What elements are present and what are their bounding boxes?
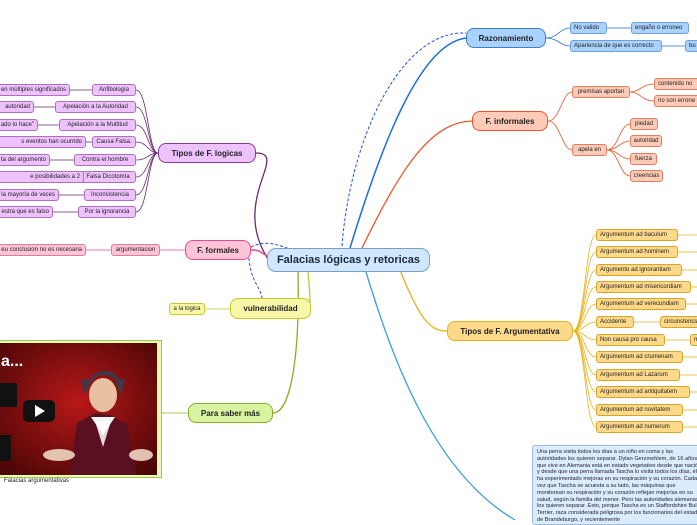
arg-crumenam[interactable]: Argumentum ad crumenam <box>596 351 683 363</box>
logica-anfibologia[interactable]: Anfibología <box>92 84 136 96</box>
apela-creencias[interactable]: creencias <box>630 170 663 182</box>
razonamiento-no-valido[interactable]: No valido <box>570 22 607 34</box>
arg-antiquitatem[interactable]: Argumentum ad antiquitatem <box>596 386 690 398</box>
video-thumbnail[interactable]: a... <box>0 343 157 475</box>
logica-inconsistencia[interactable]: Inconsistencia <box>84 189 136 201</box>
branch-formales[interactable]: F. formales <box>185 240 251 260</box>
apela-piedad[interactable]: piedad <box>630 118 658 130</box>
logica-contra-hombre-desc[interactable]: ta del argumento <box>0 154 50 166</box>
arg-accidente[interactable]: Accidente <box>596 316 634 328</box>
story-note: Una perra visita todos los días a un niñ… <box>532 445 697 525</box>
arg-non-causa[interactable]: Non causa pro causa <box>596 334 665 346</box>
branch-argumentativa[interactable]: Tipos de F. Argumentativa <box>447 321 573 341</box>
central-topic[interactable]: Falacias lógicas y retoricas <box>267 248 430 272</box>
arg-baculum[interactable]: Argumentum ad baculum <box>596 229 678 241</box>
arg-misericordiam[interactable]: Argumentum ad misericordiam <box>596 281 691 293</box>
logica-causa-falsa-desc[interactable]: s eventos han ocurrido <box>0 136 86 148</box>
logica-falsa-dicotomia[interactable]: Falsa Dicotomía <box>80 171 136 183</box>
logica-multitud[interactable]: Apelación a la Multitud <box>59 119 136 131</box>
logica-multitud-desc[interactable]: ado lo hace" <box>0 119 38 131</box>
logica-causa-falsa[interactable]: Causa Falsa. <box>92 136 136 148</box>
contenido-no[interactable]: contenido no <box>654 78 697 90</box>
logica-inconsistencia-desc[interactable]: la mayoría de veces <box>0 189 59 201</box>
apela-fuerza[interactable]: fuerza <box>630 153 657 165</box>
arg-lazarum[interactable]: Argumentum ad Lazarum <box>596 369 680 381</box>
branch-razonamiento[interactable]: Razonamiento <box>466 28 546 48</box>
logica-ignorancia[interactable]: Por la ignorancia <box>78 206 136 218</box>
video-overlay-text: a... <box>1 353 23 371</box>
vulnerabilidad-logica[interactable]: a la logica <box>169 303 205 315</box>
logica-autoridad[interactable]: Apelación a la Autoridad <box>55 101 136 113</box>
arg-novitatem[interactable]: Argumentum ad novitatem <box>596 404 683 416</box>
branch-vulnerabilidad[interactable]: vulnerabilidad <box>230 298 311 319</box>
non-causa-child[interactable]: m <box>690 334 697 346</box>
apela-autoridad[interactable]: autoridad <box>630 135 662 147</box>
formales-argumentacion[interactable]: argumentacion <box>111 244 160 256</box>
video-thumbnail-art <box>0 343 157 475</box>
logica-autoridad-desc[interactable]: autoridad <box>0 101 34 113</box>
video-caption: Falacias argumentativas <box>4 478 69 484</box>
apariencia-child[interactable]: bu <box>685 40 697 52</box>
engano-erroneo[interactable]: engaño o erroneo <box>631 22 689 34</box>
no-son-erroneas[interactable]: no son errone <box>654 95 697 107</box>
arg-numerum[interactable]: Argumentum ad numerum <box>596 421 683 433</box>
arg-hominem[interactable]: Argumentum ad hominem <box>596 246 678 258</box>
accidente-circunstancia[interactable]: circunstencia <box>660 316 697 328</box>
branch-logicas[interactable]: Tipos de F. logicas <box>158 143 256 163</box>
arg-ignorantiam[interactable]: Argumento ad ignorantiam <box>596 264 682 276</box>
logica-anfibologia-desc[interactable]: en múltiples significados <box>0 84 70 96</box>
video-embed[interactable]: a... <box>0 340 162 478</box>
premisas-aportan[interactable]: premisas aportan <box>572 86 630 98</box>
branch-saber-mas[interactable]: Para saber más <box>188 403 273 423</box>
branch-informales[interactable]: F. informales <box>472 111 548 131</box>
arg-verecundiam[interactable]: Argumentum ad verecundiam <box>596 298 686 310</box>
formales-conclusion[interactable]: eu conclusion no es necesaria <box>0 244 86 256</box>
logica-contra-hombre[interactable]: Contra el hombre <box>74 154 136 166</box>
logica-ignorancia-desc[interactable]: estra que es falso <box>0 206 53 218</box>
apela-en[interactable]: apela en <box>572 144 607 156</box>
logica-falsa-dicotomia-desc[interactable]: e posibilidades a 2 <box>0 171 84 183</box>
razonamiento-apariencia[interactable]: Apariencia de que es correcto <box>570 40 662 52</box>
